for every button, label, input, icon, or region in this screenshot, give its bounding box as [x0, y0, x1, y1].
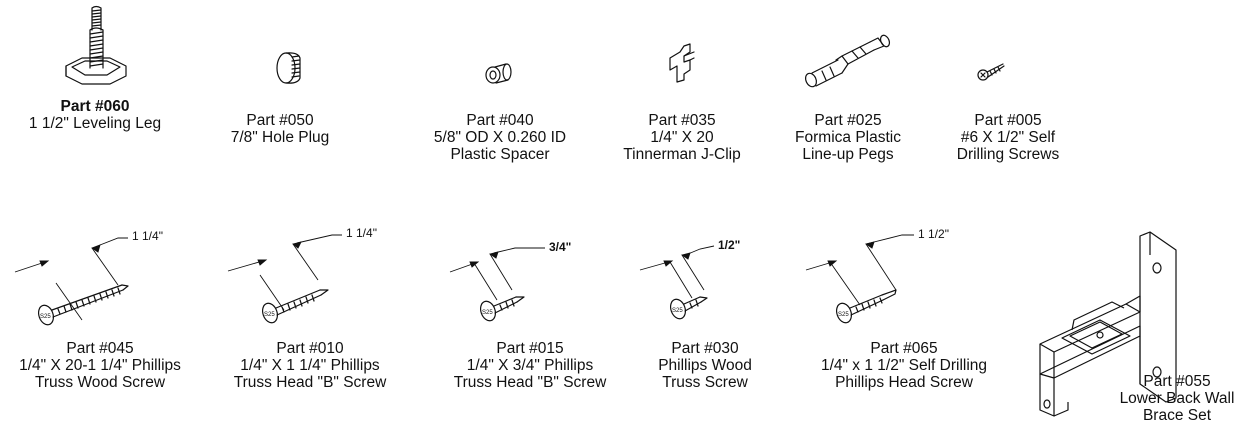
- part-description-line: Line-up Pegs: [802, 146, 894, 163]
- part-label-010: Part #010 1/4" X 1 1/4" Phillips Truss H…: [205, 340, 415, 391]
- dimension-callout-045: [14, 237, 128, 321]
- part-description-line: Truss Head "B" Screw: [453, 374, 607, 391]
- self-drilling-screw-icon: [977, 63, 1005, 81]
- part-description-line: Truss Screw: [662, 374, 748, 391]
- part-number: Part #005: [974, 112, 1042, 129]
- part-description-line: 1/4" x 1 1/2" Self Drilling: [820, 357, 988, 374]
- part-description-line: Lower Back Wall: [1119, 390, 1235, 407]
- part-description-line: 1/4" X 20: [650, 129, 714, 146]
- part-description-line: Phillips Wood: [658, 357, 752, 374]
- dimension-callout-015: [449, 247, 545, 301]
- wall-brace-bracket-icon: [1039, 231, 1177, 417]
- truss-wood-screw-icon: S25: [37, 284, 129, 326]
- dimension-label-065: 1 1/2": [918, 227, 949, 241]
- svg-text:S25: S25: [672, 308, 683, 314]
- self-drilling-phillips-screw-icon: S25: [835, 289, 897, 324]
- part-number: Part #015: [496, 340, 564, 357]
- dimension-label-030: 1/2": [718, 238, 741, 252]
- part-description-line: Brace Set: [1142, 407, 1212, 424]
- part-description-line: Drilling Screws: [956, 146, 1060, 163]
- dimension-label-045: 1 1/4": [132, 229, 163, 243]
- truss-b-screw-icon: S25: [261, 289, 329, 324]
- j-clip-icon: [669, 43, 695, 83]
- svg-text:S25: S25: [838, 312, 849, 318]
- dimension-callout-030: [639, 245, 715, 299]
- svg-text:S25: S25: [40, 314, 51, 320]
- part-label-030: Part #030 Phillips Wood Truss Screw: [630, 340, 780, 391]
- part-number: Part #060: [60, 98, 130, 115]
- part-label-065: Part #065 1/4" x 1 1/2" Self Drilling Ph…: [784, 340, 1024, 391]
- part-label-060: Part #060 1 1/2" Leveling Leg: [5, 98, 185, 132]
- part-description-line: Plastic Spacer: [450, 146, 550, 163]
- part-label-040: Part #040 5/8" OD X 0.260 ID Plastic Spa…: [400, 112, 600, 163]
- part-description-line: Truss Wood Screw: [34, 374, 166, 391]
- part-number: Part #040: [466, 112, 534, 129]
- part-number: Part #065: [870, 340, 938, 357]
- part-number: Part #050: [246, 112, 314, 129]
- part-number: Part #035: [648, 112, 716, 129]
- part-number: Part #055: [1143, 373, 1211, 390]
- part-description-line: 1/4" X 1 1/4" Phillips: [240, 357, 380, 374]
- dimension-callout-010: [227, 234, 342, 311]
- leveling-leg-icon: [65, 5, 127, 85]
- hole-plug-icon: [276, 52, 301, 84]
- part-description-line: Tinnerman J-Clip: [623, 146, 741, 163]
- part-label-045: Part #045 1/4" X 20-1 1/4" Phillips Trus…: [0, 340, 220, 391]
- part-description-line: 7/8" Hole Plug: [230, 129, 330, 146]
- part-number: Part #045: [66, 340, 134, 357]
- part-description-line: 1/4" X 3/4" Phillips: [466, 357, 594, 374]
- part-description-line: 5/8" OD X 0.260 ID: [433, 129, 567, 146]
- dimension-label-010: 1 1/4": [346, 226, 377, 240]
- part-description-line: 1 1/2" Leveling Leg: [28, 115, 162, 132]
- part-description-line: Phillips Head Screw: [835, 374, 973, 391]
- part-label-015: Part #015 1/4" X 3/4" Phillips Truss Hea…: [425, 340, 635, 391]
- part-label-055: Part #055 Lower Back Wall Brace Set: [1112, 373, 1242, 424]
- dimension-label-015: 3/4": [549, 240, 572, 254]
- part-description-line: #6 X 1/2" Self: [960, 129, 1056, 146]
- part-label-025: Part #025 Formica Plastic Line-up Pegs: [768, 112, 928, 163]
- part-description-line: Truss Head "B" Screw: [233, 374, 387, 391]
- part-description-line: Formica Plastic: [795, 129, 901, 146]
- plastic-spacer-icon: [485, 63, 512, 84]
- svg-text:S25: S25: [482, 310, 493, 316]
- phillips-wood-screw-icon: S25: [669, 296, 708, 320]
- part-number: Part #010: [276, 340, 344, 357]
- line-up-peg-icon: [804, 34, 891, 88]
- part-label-005: Part #005 #6 X 1/2" Self Drilling Screws: [928, 112, 1088, 163]
- part-description-line: 1/4" X 20-1 1/4" Phillips: [19, 357, 181, 374]
- part-label-035: Part #035 1/4" X 20 Tinnerman J-Clip: [597, 112, 767, 163]
- part-number: Part #025: [814, 112, 882, 129]
- short-truss-b-screw-icon: S25: [479, 296, 525, 322]
- svg-text:S25: S25: [264, 312, 275, 318]
- dimension-callout-065: [805, 234, 914, 306]
- part-label-050: Part #050 7/8" Hole Plug: [200, 112, 360, 146]
- part-number: Part #030: [671, 340, 739, 357]
